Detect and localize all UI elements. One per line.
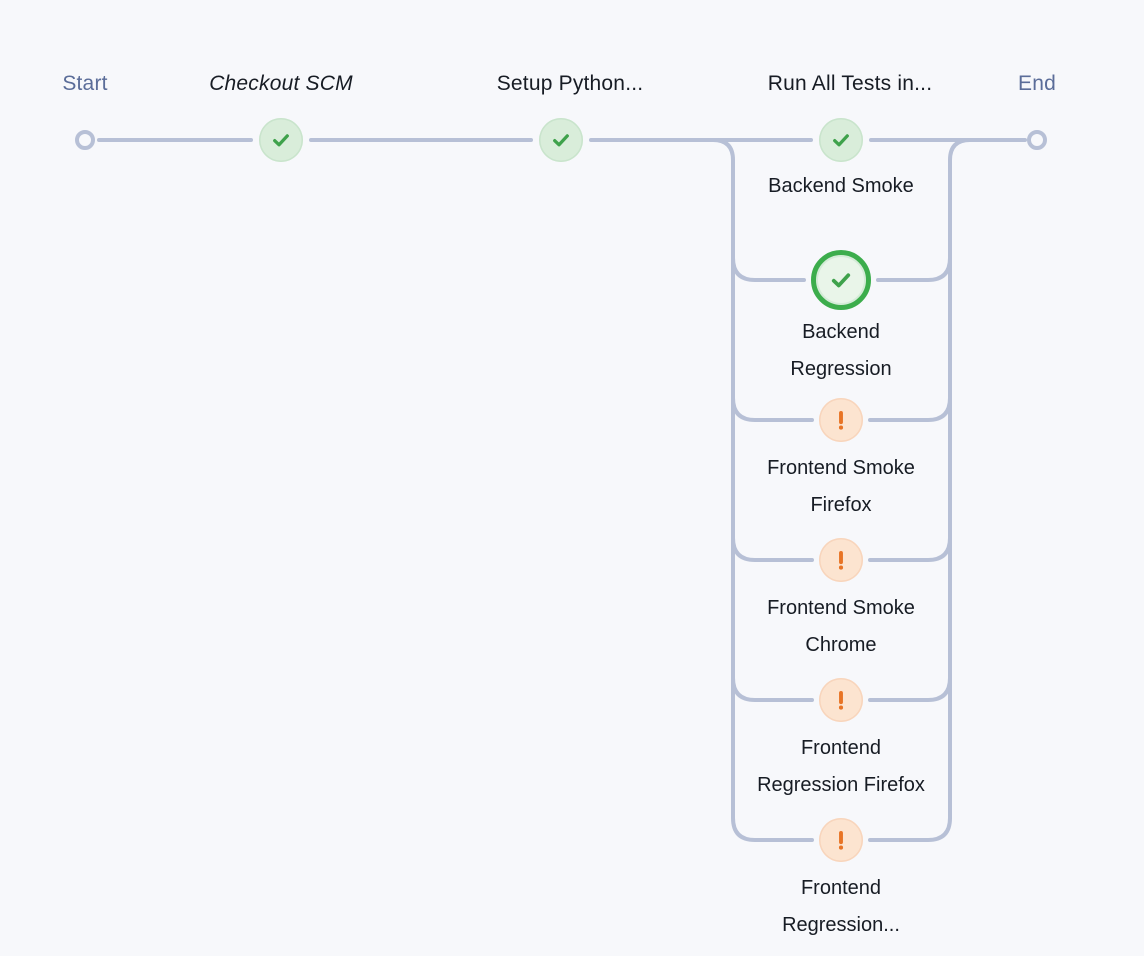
- branch-label-frontend-smoke-chrome[interactable]: Frontend Smoke Chrome: [767, 597, 915, 656]
- branch-node-backend-smoke[interactable]: [819, 118, 863, 162]
- branch-node-frontend-regression-chrome[interactable]: [819, 818, 863, 862]
- branch-node-frontend-regression-firefox[interactable]: [819, 678, 863, 722]
- branch-label-frontend-regression-firefox[interactable]: Frontend Regression Firefox: [757, 737, 925, 796]
- stage-label-run-all-tests[interactable]: Run All Tests in...: [767, 72, 933, 95]
- exclamation-icon: [838, 411, 844, 430]
- start-node: [75, 130, 95, 150]
- stage-node-checkout-scm[interactable]: [259, 118, 303, 162]
- end-label: End: [1018, 72, 1056, 95]
- exclamation-icon: [838, 691, 844, 710]
- branch-label-backend-smoke[interactable]: Backend Smoke: [768, 175, 914, 197]
- branch-label-frontend-smoke-firefox[interactable]: Frontend Smoke Firefox: [767, 457, 915, 516]
- branch-node-frontend-smoke-firefox[interactable]: [819, 398, 863, 442]
- branch-node-backend-regression[interactable]: [811, 250, 871, 310]
- check-icon: [553, 134, 569, 147]
- stage-node-setup-python[interactable]: [539, 118, 583, 162]
- stage-label-setup-python[interactable]: Setup Python...: [496, 72, 644, 95]
- end-node: [1027, 130, 1047, 150]
- branch-label-backend-regression[interactable]: Backend Regression: [790, 321, 892, 380]
- start-label: Start: [62, 72, 108, 95]
- branch-label-frontend-regression-chrome[interactable]: Frontend Regression...: [782, 877, 900, 936]
- check-icon: [273, 134, 289, 147]
- stage-label-checkout-scm[interactable]: Checkout SCM: [209, 72, 353, 95]
- branch-node-frontend-smoke-chrome[interactable]: [819, 538, 863, 582]
- check-icon: [831, 273, 851, 288]
- exclamation-icon: [838, 831, 844, 850]
- check-icon: [833, 134, 849, 147]
- exclamation-icon: [838, 551, 844, 570]
